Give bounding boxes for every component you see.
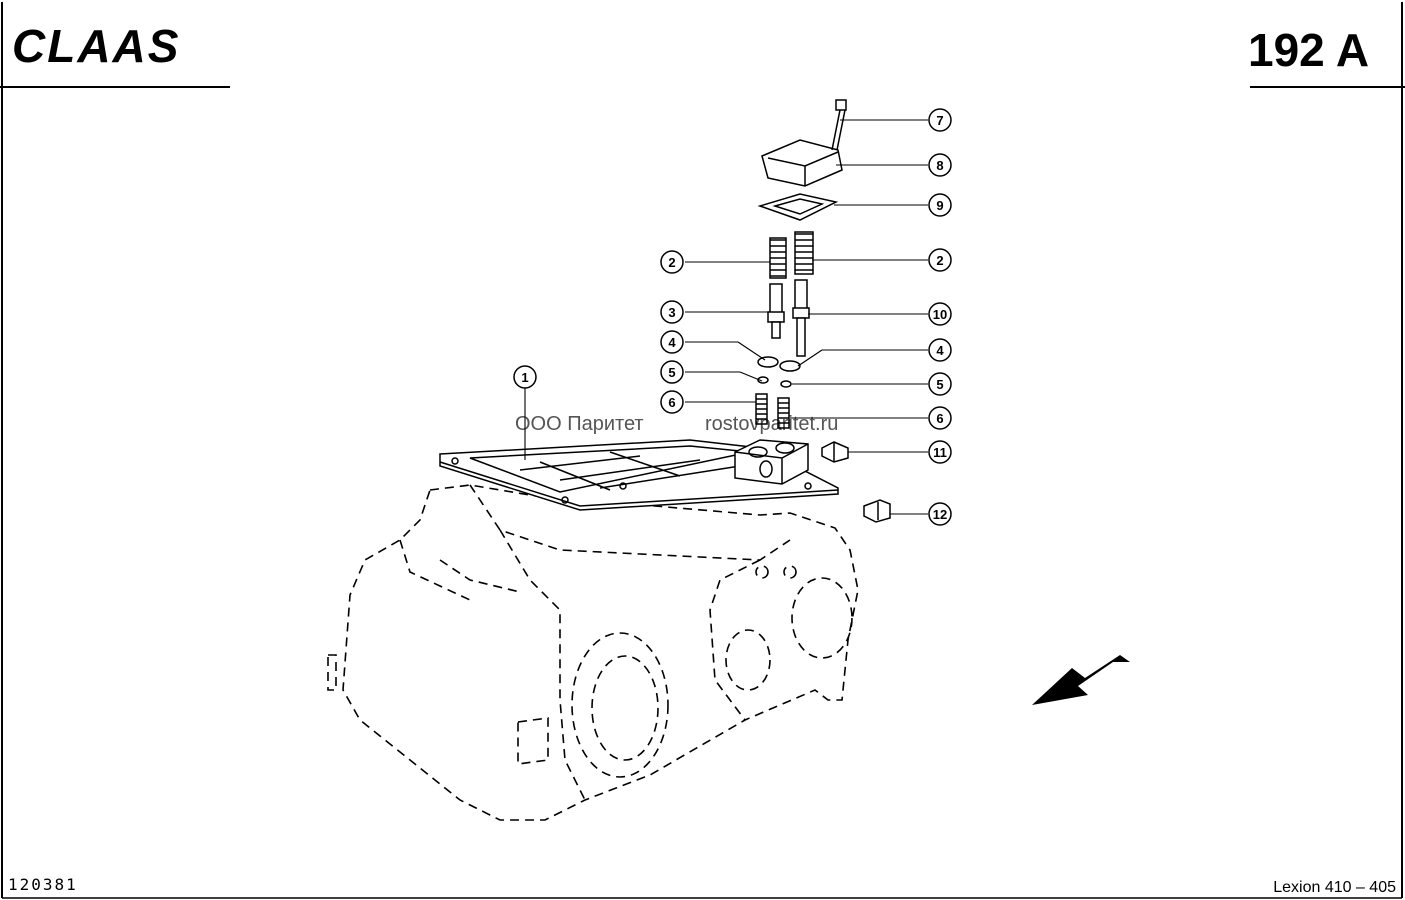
fitting xyxy=(821,441,849,463)
callout-2-right: 2 xyxy=(928,248,952,272)
callout-3: 3 xyxy=(660,300,684,324)
callout-9: 9 xyxy=(928,193,952,217)
svg-text:2: 2 xyxy=(936,253,943,268)
callout-4-right: 4 xyxy=(928,338,952,362)
svg-text:6: 6 xyxy=(936,411,943,426)
brand-logo: CLAAS xyxy=(12,20,180,72)
washers-and-rings xyxy=(757,356,801,388)
svg-text:11: 11 xyxy=(933,445,947,460)
svg-text:4: 4 xyxy=(936,343,944,358)
callout-5-right: 5 xyxy=(928,372,952,396)
watermark-website: rostovparitet.ru xyxy=(705,413,838,435)
svg-text:5: 5 xyxy=(668,365,675,380)
valve-cover xyxy=(761,139,843,187)
svg-text:9: 9 xyxy=(936,198,943,213)
drawing-number: 120381 xyxy=(8,875,78,894)
cover-bolt xyxy=(831,99,847,151)
valve-block xyxy=(734,439,809,485)
svg-text:2: 2 xyxy=(668,255,675,270)
callout-6-right: 6 xyxy=(928,406,952,430)
svg-text:7: 7 xyxy=(936,113,943,128)
callout-6-left: 6 xyxy=(660,390,684,414)
svg-text:12: 12 xyxy=(933,507,947,522)
model-label: Lexion 410 – 405 xyxy=(1273,879,1396,896)
svg-text:4: 4 xyxy=(668,335,676,350)
svg-text:6: 6 xyxy=(668,395,675,410)
small-springs xyxy=(755,393,790,429)
callout-5-left: 5 xyxy=(660,360,684,384)
svg-text:5: 5 xyxy=(936,377,943,392)
callout-8: 8 xyxy=(928,153,952,177)
callout-11: 11 xyxy=(928,440,952,464)
callout-12: 12 xyxy=(928,502,952,526)
callout-2-left: 2 xyxy=(660,250,684,274)
svg-text:1: 1 xyxy=(521,370,528,385)
mounting-screw xyxy=(863,499,891,523)
gearbox-housing xyxy=(327,484,859,821)
svg-text:10: 10 xyxy=(933,307,947,322)
valve-pistons xyxy=(767,279,810,357)
watermark-company: ООО Паритет xyxy=(515,413,644,435)
cover-gasket xyxy=(757,193,839,221)
sheet-number: 192 A xyxy=(1248,24,1369,76)
callout-leaders xyxy=(524,119,928,515)
view-direction-arrow xyxy=(1032,655,1130,705)
callout-4-left: 4 xyxy=(660,330,684,354)
callout-1: 1 xyxy=(513,365,537,389)
svg-text:8: 8 xyxy=(936,158,943,173)
svg-text:3: 3 xyxy=(668,305,675,320)
callout-10: 10 xyxy=(928,302,952,326)
callout-7: 7 xyxy=(928,108,952,132)
valve-springs xyxy=(769,231,814,279)
